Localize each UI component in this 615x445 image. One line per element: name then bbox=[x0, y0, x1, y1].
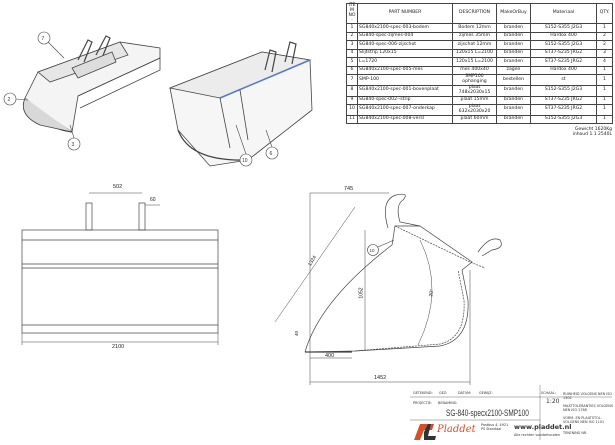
balloon-7 bbox=[37, 31, 51, 45]
col-part-number: PART NUMBER bbox=[357, 2, 453, 25]
pladdet-logo bbox=[414, 424, 436, 440]
cell-qty: 1 bbox=[596, 114, 613, 125]
balloon-10-side-label: 10 bbox=[370, 248, 376, 253]
dim-745: 745 bbox=[344, 186, 354, 192]
col-description: DESCRIPTION bbox=[452, 2, 497, 25]
col-qty: QTY. bbox=[596, 2, 613, 25]
weight-info: Gewicht 1620Kg inhoud 1.1 2540L bbox=[346, 127, 612, 137]
rights-text: Alle rechten voorbehouden bbox=[514, 433, 560, 437]
dim-60: 60 bbox=[150, 197, 156, 203]
balloon-10-side bbox=[367, 244, 379, 256]
balloon-10-label: 10 bbox=[242, 158, 248, 164]
dim-40: 40 bbox=[294, 330, 300, 337]
benaming-label: BENAMING: bbox=[438, 401, 458, 405]
table-header: ITEM NO. PART NUMBER DESCRIPTION MakeOrB… bbox=[346, 2, 613, 25]
parts-list: ITEM NO. PART NUMBER DESCRIPTION MakeOrB… bbox=[346, 2, 613, 137]
balloon-7-label: 7 bbox=[42, 36, 45, 42]
norm-vorm: VORM- EN PLAATSTOL. VOLGENS NEN ISO 1101 bbox=[563, 416, 605, 424]
front-view bbox=[21, 192, 219, 345]
dim-angle: 20° bbox=[428, 288, 436, 298]
cell-qty: 1 bbox=[596, 104, 613, 116]
volume-text: inhoud 1.1 2540L bbox=[572, 132, 612, 138]
isometric-view-left bbox=[22, 35, 161, 133]
schaal-value: 1:20 bbox=[546, 398, 560, 405]
balloon-3-label: 3 bbox=[72, 142, 75, 148]
col-make-or-buy: MakeOrBuy bbox=[496, 2, 531, 25]
datum-label: DATUM: bbox=[458, 391, 472, 395]
parts-list-table: ITEM NO. PART NUMBER DESCRIPTION MakeOrB… bbox=[346, 2, 613, 125]
weight-text: Gewicht 1620Kg bbox=[575, 127, 612, 133]
company-name: Pladdet bbox=[437, 424, 476, 435]
schaal-label: SCHAAL: bbox=[541, 391, 556, 395]
dim-400: 400 bbox=[325, 353, 335, 359]
dim-502: 502 bbox=[113, 184, 123, 190]
tekening-nr-label: TEKENING NR. bbox=[563, 431, 588, 435]
balloons bbox=[3, 31, 395, 256]
dim-1052: 1052 bbox=[358, 287, 365, 299]
dim-2100: 2100 bbox=[112, 344, 125, 350]
title-block-frame bbox=[410, 385, 612, 440]
gez-label: GEZ: bbox=[439, 391, 448, 395]
norm-maattoleranties: MAATTOLERANTIES VOLGENS NEN ISO 2768 bbox=[563, 404, 613, 412]
dim-1452: 1452 bbox=[374, 375, 387, 381]
balloon-labels: 7 2 3 10 6 10 bbox=[8, 36, 376, 253]
company-address: Postbus 4, 4921 PS Standaal bbox=[481, 423, 509, 431]
balloon-2-label: 2 bbox=[8, 97, 11, 103]
norm-ruwheid: RUWHEID VOLGENS NEN ISO 1302 bbox=[563, 392, 613, 400]
getekend-label: GETEKEND: bbox=[413, 391, 433, 395]
isometric-view-right bbox=[168, 41, 313, 167]
cell-qty: 1 bbox=[596, 84, 613, 97]
gewijz-label: GEWIJZ: bbox=[479, 391, 493, 395]
side-view bbox=[274, 192, 502, 385]
drawing-title: SG-840-specx2100-SMP100 bbox=[446, 408, 529, 418]
balloon-6-label: 6 bbox=[270, 151, 273, 157]
projectie-label: PROJECTIE: bbox=[413, 401, 432, 405]
company-website: www.pladdet.nl bbox=[514, 423, 572, 431]
